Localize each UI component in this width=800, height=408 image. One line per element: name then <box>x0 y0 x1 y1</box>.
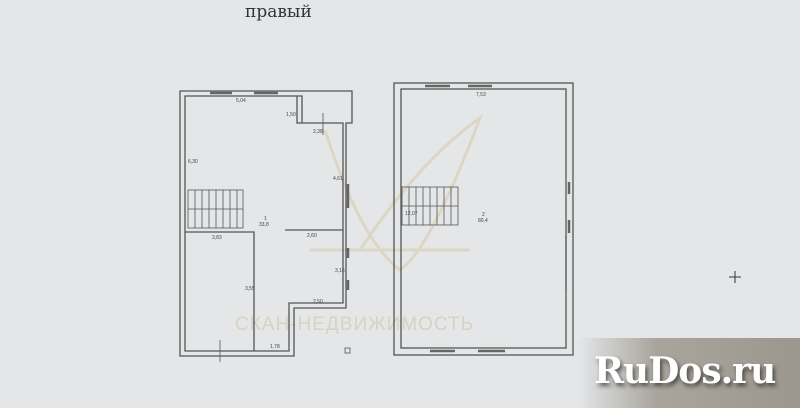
windows-2 <box>425 84 571 353</box>
room-number: 2 <box>482 212 485 218</box>
plan-title: правый <box>245 2 312 22</box>
dim: 4,61 <box>333 176 343 182</box>
dim: 2,38 <box>313 129 323 135</box>
dim: 7,53 <box>476 92 486 98</box>
rudos-logo: RuDos.ru <box>578 338 800 408</box>
dim: 3,83 <box>212 235 222 241</box>
dim: 3,16 <box>335 268 345 274</box>
windows-1 <box>210 91 350 290</box>
stairs-1 <box>187 189 244 229</box>
room-area: 80,4 <box>478 218 488 224</box>
stairs-2 <box>401 186 459 226</box>
dim: 12,07 <box>405 211 418 217</box>
logo-text: RuDos.ru <box>594 350 776 392</box>
room-number: 1 <box>264 216 267 222</box>
watermark-text: СКАН-НЕДВИЖИМОСТЬ <box>235 314 474 335</box>
dim: 1,50 <box>286 112 296 118</box>
floor-1-plan: 5,04 1,50 2,38 6,30 4,61 1 33,8 2,60 3,8… <box>179 90 353 362</box>
room-area: 33,8 <box>259 222 269 228</box>
dim: 1,78 <box>270 344 280 350</box>
dim: 5,04 <box>236 98 246 104</box>
dim: 3,55 <box>245 286 255 292</box>
floor-2-plan: 7,53 12,07 2 80,4 <box>393 82 574 356</box>
crosshair-icon <box>729 271 741 283</box>
dim: 2,60 <box>307 233 317 239</box>
watermark-logo <box>310 113 484 272</box>
dim: 6,30 <box>188 159 198 165</box>
dim: 2,50 <box>313 299 323 305</box>
